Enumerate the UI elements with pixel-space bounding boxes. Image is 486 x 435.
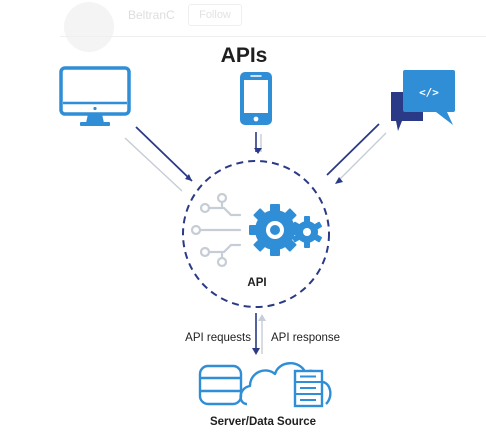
author-name[interactable]: BeltranC — [128, 8, 175, 22]
database-icon — [198, 364, 243, 406]
server-data-source-label: Server/Data Source — [210, 416, 316, 428]
request-response-arrows — [252, 313, 266, 355]
diagram-title: APIs — [221, 44, 268, 67]
code-chat-icon: </> — [391, 70, 455, 131]
smartphone-icon — [240, 72, 272, 125]
code-glyph: </> — [419, 86, 439, 99]
avatar[interactable] — [64, 2, 114, 52]
desktop-monitor-icon — [59, 66, 131, 126]
follow-button[interactable]: Follow — [188, 4, 242, 26]
api-label: API — [247, 277, 266, 289]
chat-connector-arrows — [326, 123, 387, 184]
phone-connector-arrows — [254, 132, 262, 154]
desktop-connector-arrows — [124, 126, 193, 192]
author-bar: BeltranC Follow — [60, 0, 486, 52]
gears-icon — [249, 204, 322, 256]
divider — [60, 36, 486, 37]
api-response-label: API response — [271, 332, 340, 344]
circuit-traces-icon — [190, 192, 242, 268]
api-requests-label: API requests — [185, 332, 251, 344]
api-boundary-circle — [182, 160, 330, 308]
cloud-server-icon — [239, 362, 332, 408]
